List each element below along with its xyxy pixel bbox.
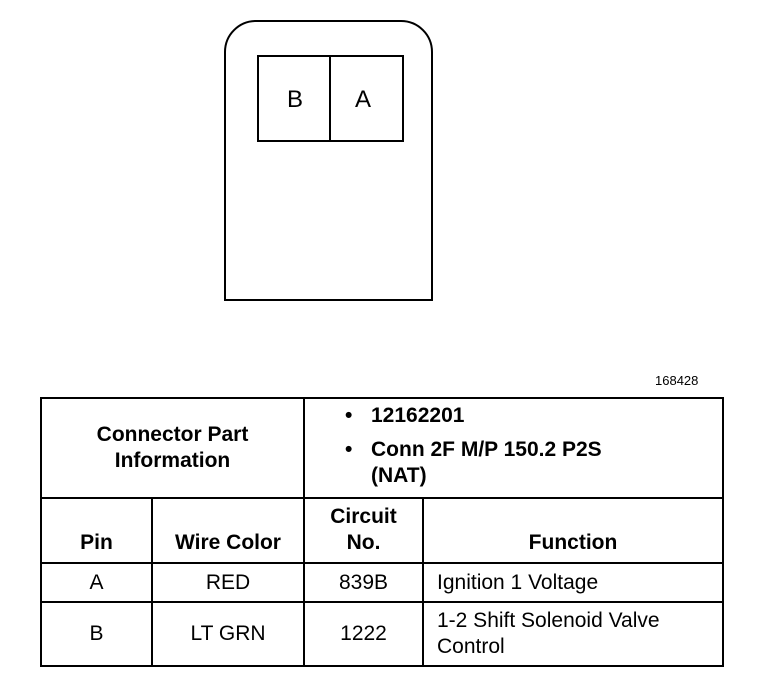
row-b-circuit: 1222 bbox=[340, 622, 387, 645]
part-number: 12162201 bbox=[371, 404, 465, 427]
row-a-function: Ignition 1 Voltage bbox=[437, 570, 599, 594]
row-b-pin: B bbox=[89, 622, 104, 645]
part-info-list: •12162201 •Conn 2F M/P 150.2 P2S (NAT) bbox=[345, 403, 621, 489]
part-info-label: Connector Part Information bbox=[96, 423, 249, 472]
header-pin: Pin bbox=[80, 531, 113, 554]
header-wire-color: Wire Color bbox=[175, 531, 281, 554]
header-circuit: Circuit No. bbox=[330, 505, 397, 554]
connector-outline bbox=[224, 20, 433, 301]
row-a-wire-color: RED bbox=[205, 570, 251, 594]
row-b-wire-color: LT GRN bbox=[190, 622, 266, 645]
row-a-circuit: 839B bbox=[338, 570, 389, 594]
row-a-pin: A bbox=[89, 570, 104, 594]
row-b-function: 1-2 Shift Solenoid Valve Control bbox=[437, 609, 660, 658]
figure-number: 168428 bbox=[655, 373, 699, 388]
connector-description: Conn 2F M/P 150.2 P2S (NAT) bbox=[371, 438, 602, 487]
cavity-a-label: A bbox=[355, 86, 372, 113]
cavity-b-label: B bbox=[287, 86, 304, 113]
header-function: Function bbox=[528, 531, 618, 554]
cavity-divider bbox=[329, 55, 331, 142]
